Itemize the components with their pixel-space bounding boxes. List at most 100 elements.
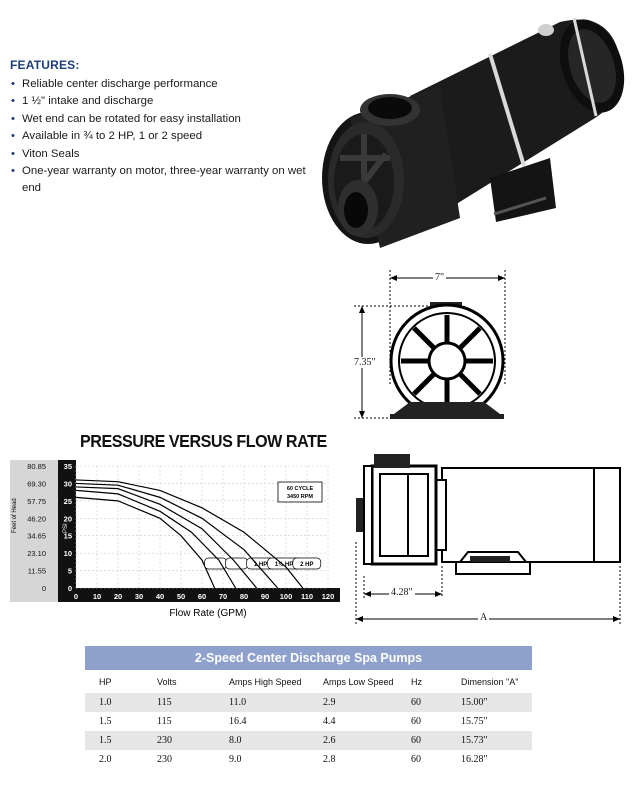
table-cell: 2.6 — [309, 731, 397, 750]
table-cell: 230 — [143, 731, 215, 750]
dimension-height-label: 7.35" — [353, 357, 377, 368]
curve-label: 1 HP — [254, 562, 267, 568]
table-cell: 60 — [411, 716, 421, 727]
x-tick-label: 0 — [74, 592, 78, 601]
table-cell: 1.5 — [99, 716, 112, 727]
table-cell: 2.9 — [309, 693, 397, 712]
column-header: Dimension "A" — [461, 676, 519, 687]
y-tick-label: 15 — [64, 532, 72, 541]
pump-photo — [322, 17, 625, 248]
x-tick-label: 100 — [280, 592, 293, 601]
table-cell: 230 — [157, 754, 172, 765]
x-tick-label: 20 — [114, 592, 122, 601]
dimension-base-label: 4.28" — [389, 587, 415, 598]
feature-item: Reliable center discharge performance — [10, 76, 310, 94]
table-row: 2.0 230 9.0 2.8 60 16.28" — [85, 750, 532, 769]
pressure-flow-chart: 1 HP 1½ HP 2 HP 0 5 10 15 20 25 30 35 0 11.55 23.10… — [10, 460, 340, 619]
table-cell: 60 — [397, 731, 447, 750]
column-header: Volts — [157, 676, 177, 687]
column-header: HP — [99, 676, 112, 687]
features-list: Reliable center discharge performance 1 … — [10, 76, 310, 198]
curve-label: 1½ HP — [275, 561, 293, 568]
x-tick-label: 70 — [219, 592, 227, 601]
y-tick-label: 30 — [64, 479, 72, 488]
y-inner-label: PSI — [63, 523, 69, 533]
flow-curve — [75, 496, 216, 589]
y-tick-label: 25 — [64, 497, 72, 506]
column-header: Amps Low Speed — [323, 676, 394, 687]
chart-axis-band — [58, 460, 76, 602]
column-header: Hz — [411, 676, 422, 687]
y-outer-tick-label: 11.55 — [28, 567, 46, 576]
table-header-row: HP Volts Amps High Speed Amps Low Speed … — [85, 670, 532, 693]
table-cell: 1.5 — [85, 731, 143, 750]
table-cell: 15.73" — [447, 731, 532, 750]
chart-annotation-box — [277, 481, 323, 503]
x-tick-label: 120 — [322, 592, 335, 601]
column-header: Amps High Speed — [229, 676, 302, 687]
y-outer-tick-label: 80.85 — [27, 462, 46, 471]
table-cell: 15.75" — [461, 716, 488, 727]
front-view-drawing — [354, 270, 506, 419]
table-cell: 115 — [143, 693, 215, 712]
y-outer-tick-label: 57.75 — [27, 497, 46, 506]
table-cell: 115 — [157, 716, 172, 727]
flow-curve — [75, 482, 279, 589]
table-cell: 9.0 — [229, 754, 242, 765]
table-row: 1.0 115 11.0 2.9 60 15.00" — [85, 693, 532, 712]
annotation-line-2: 3450 RPM — [287, 494, 313, 500]
x-tick-label: 50 — [177, 592, 185, 601]
table-cell: 8.0 — [215, 731, 309, 750]
y-outer-tick-label: 46.20 — [27, 514, 46, 523]
table-cell: 15.00" — [447, 693, 532, 712]
y-outer-tick-label: 0 — [42, 584, 46, 593]
table-cell: 60 — [411, 754, 421, 765]
x-tick-label: 60 — [198, 592, 206, 601]
x-tick-label: 30 — [135, 592, 143, 601]
feature-item: Wet end can be rotated for easy installa… — [10, 111, 310, 129]
table-cell: 11.0 — [215, 693, 309, 712]
table-cell: 1.0 — [85, 693, 143, 712]
table-cell: 2.0 — [99, 754, 112, 765]
features-heading: FEATURES: — [10, 58, 80, 72]
table-title: 2-Speed Center Discharge Spa Pumps — [85, 646, 532, 670]
feature-item: Available in ¾ to 2 HP, 1 or 2 speed — [10, 128, 310, 146]
annotation-line-1: 60 CYCLE — [287, 486, 314, 492]
x-tick-label: 110 — [301, 592, 313, 601]
y-tick-label: 5 — [68, 567, 72, 576]
side-view-drawing — [355, 454, 621, 624]
flow-curve — [75, 486, 258, 589]
y-tick-label: 35 — [64, 462, 72, 471]
table-cell: 4.4 — [323, 716, 336, 727]
chart-x-axis-band — [58, 588, 340, 602]
y-tick-label: 20 — [64, 514, 72, 523]
dimension-overall-label: A — [478, 612, 490, 623]
x-tick-label: 10 — [93, 592, 101, 601]
table-row: 1.5 230 8.0 2.6 60 15.73" — [85, 731, 532, 750]
y-tick-label: 10 — [64, 549, 72, 558]
x-axis-label: Flow Rate (GPM) — [169, 608, 246, 619]
y-outer-tick-label: 23.10 — [27, 549, 46, 558]
y-outer-tick-label: 34.65 — [27, 532, 46, 541]
chart-title: PRESSURE VERSUS FLOW RATE — [80, 431, 327, 451]
flow-curve — [75, 479, 304, 589]
x-tick-label: 40 — [156, 592, 164, 601]
table-cell: 16.4 — [229, 716, 247, 727]
y-tick-label: 0 — [68, 584, 72, 593]
table-row: 1.5 115 16.4 4.4 60 15.75" — [85, 712, 532, 731]
curve-label-box — [292, 557, 322, 570]
dimension-width-label: 7" — [433, 272, 447, 283]
x-tick-label: 80 — [240, 592, 248, 601]
y-outer-label: Feet of Head — [12, 498, 18, 533]
spec-table: 2-Speed Center Discharge Spa Pumps HP Vo… — [85, 646, 532, 769]
feature-item: One-year warranty on motor, three-year w… — [10, 163, 310, 198]
curve-label: 2 HP — [300, 562, 313, 568]
table-cell: 2.8 — [323, 754, 336, 765]
x-tick-label: 90 — [261, 592, 269, 601]
features-section: FEATURES: Reliable center discharge perf… — [10, 58, 310, 198]
y-outer-tick-label: 69.30 — [27, 479, 46, 488]
feature-item: 1 ½" intake and discharge — [10, 93, 310, 111]
flow-curve — [75, 489, 237, 589]
table-cell: 60 — [397, 693, 447, 712]
table-cell: 16.28" — [461, 754, 488, 765]
